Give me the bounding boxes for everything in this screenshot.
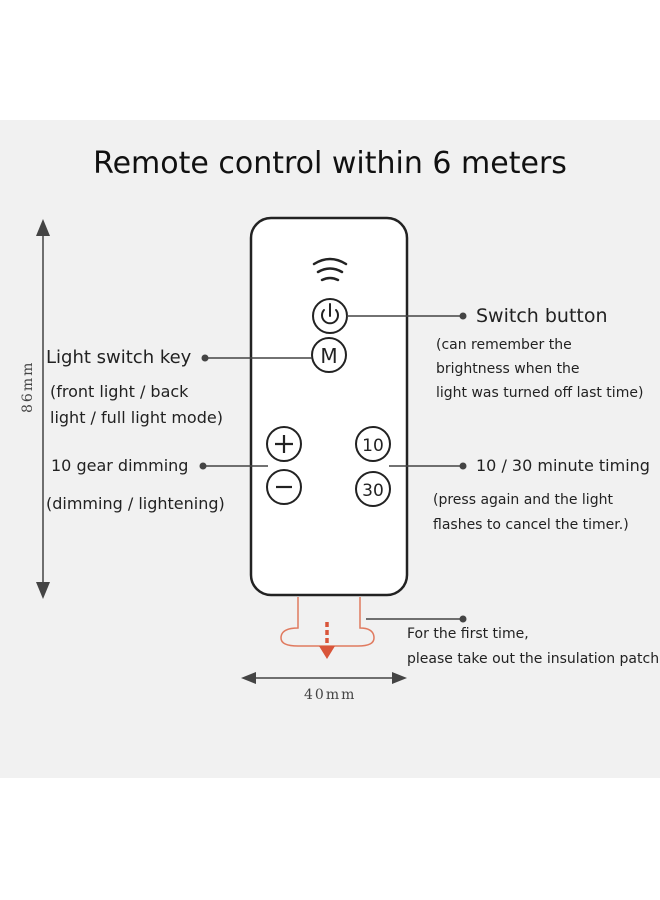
width-dimension-label: 40mm [304,687,357,703]
wireless-signal-icon [312,257,348,282]
switch-button-desc-1: (can remember the [436,337,572,353]
remote-body [249,216,409,597]
brightness-up-button[interactable] [266,426,302,462]
power-icon [321,309,339,325]
mode-button[interactable]: M [311,337,347,373]
timing-desc-1: (press again and the light [433,492,613,508]
switch-button-leader [347,312,467,320]
page-title: Remote control within 6 meters [93,146,567,181]
timer-30-button[interactable]: 30 [355,471,391,507]
insulation-desc-1: For the first time, [407,626,529,642]
height-dimension-label: 86mm [20,360,36,413]
switch-button-desc-2: brightness when the [436,361,580,377]
timer-10-button[interactable]: 10 [355,426,391,462]
light-switch-key-desc-1: (front light / back [50,382,189,401]
power-button[interactable] [312,298,348,334]
gear-dimming-desc: (dimming / lightening) [46,494,225,513]
timer-10-label: 10 [362,436,384,456]
gear-dimming-title: 10 gear dimming [51,456,189,475]
light-switch-leader [201,354,312,362]
switch-button-title: Switch button [476,305,608,327]
height-dimension-arrow [36,219,50,599]
brightness-down-button[interactable] [266,469,302,505]
gear-dimming-leader [199,462,268,470]
mode-button-label: M [320,344,337,368]
timing-desc-2: flashes to cancel the timer.) [433,517,629,533]
insulation-leader [366,615,467,623]
timing-leader [389,462,467,470]
width-dimension-arrow [241,672,407,684]
switch-button-desc-3: light was turned off last time) [436,385,644,401]
pull-down-arrow-icon [319,622,335,659]
light-switch-key-title: Light switch key [46,347,192,368]
light-switch-key-desc-2: light / full light mode) [50,408,223,427]
timer-30-label: 30 [362,481,384,501]
timing-title: 10 / 30 minute timing [476,456,650,475]
insulation-desc-2: please take out the insulation patch [407,651,660,667]
